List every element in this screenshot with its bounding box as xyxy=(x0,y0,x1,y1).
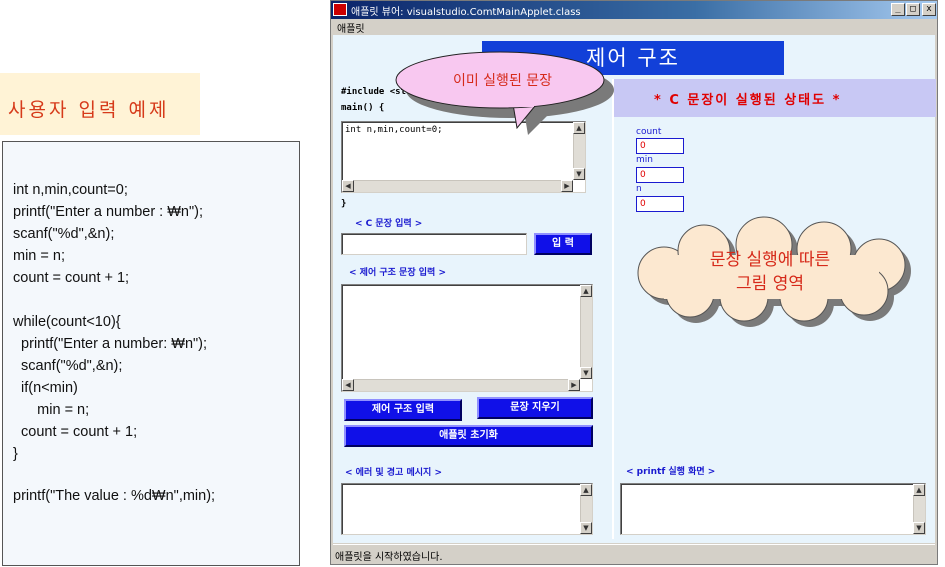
control-vscrollbar[interactable]: ▲ ▼ xyxy=(580,285,592,379)
scroll-down-icon[interactable]: ▼ xyxy=(573,168,585,180)
code-line: while(count<10){ xyxy=(13,314,121,330)
maximize-button[interactable]: □ xyxy=(906,3,920,16)
scroll-left-icon[interactable]: ◀ xyxy=(342,180,354,192)
input-button[interactable]: 입 력 xyxy=(534,233,592,255)
window-title: 애플릿 뷰어: visualstudio.ComtMainApplet.clas… xyxy=(351,7,581,18)
error-message-area[interactable]: ▲ ▼ xyxy=(341,483,593,535)
cloud-callout xyxy=(637,216,911,327)
c-input-label: < C 문장 입력 > xyxy=(355,219,423,229)
include-line: #include <stdio.h> xyxy=(341,87,439,97)
cloud-text: 문장 실행에 따른 그림 영역 xyxy=(680,248,860,296)
code-line: min = n; xyxy=(13,248,65,264)
close-brace: } xyxy=(341,199,347,209)
applet-window: 애플릿 뷰어: visualstudio.ComtMainApplet.clas… xyxy=(330,0,938,565)
error-message-label: < 에러 및 경고 메시지 > xyxy=(345,468,442,478)
code-line: printf("Enter a number: ₩n"); xyxy=(13,336,208,352)
close-button[interactable]: x xyxy=(922,3,936,16)
code-line: scanf("%d",&n); xyxy=(13,358,123,374)
left-input-pane: #include <stdio.h> main() { int n,min,co… xyxy=(339,79,609,539)
statement-state-banner: * C 문장이 실행된 상태도 * xyxy=(614,79,936,117)
executed-code-text: int n,min,count=0; xyxy=(345,125,443,135)
executed-code-area[interactable]: int n,min,count=0; ▲ ▼ ◀ ▶ xyxy=(341,121,586,193)
error-vscrollbar[interactable]: ▲ ▼ xyxy=(580,484,592,534)
code-line: scanf("%d",&n); xyxy=(13,226,115,242)
code-line: count = count + 1; xyxy=(13,424,138,440)
scroll-down-icon[interactable]: ▼ xyxy=(913,522,925,534)
clear-statement-button[interactable]: 문장 지우기 xyxy=(477,397,593,419)
executed-vscrollbar[interactable]: ▲ ▼ xyxy=(573,122,585,180)
scroll-right-icon[interactable]: ▶ xyxy=(568,379,580,391)
menu-bar: 애플릿 xyxy=(331,19,937,35)
slide-title-box: 사용자 입력 예제 xyxy=(0,73,200,135)
printf-output-label: < printf 실행 화면 > xyxy=(626,467,716,477)
main-line: main() { xyxy=(341,103,385,113)
code-line: if(n<min) xyxy=(13,380,78,396)
status-text: 애플릿을 시작하였습니다. xyxy=(335,552,443,563)
scroll-up-icon[interactable]: ▲ xyxy=(913,484,925,496)
slide-title: 사용자 입력 예제 xyxy=(8,99,170,121)
cloud-text-line1: 문장 실행에 따른 xyxy=(709,250,831,270)
c-statement-input[interactable] xyxy=(341,233,527,255)
status-bar: 애플릿을 시작하였습니다. xyxy=(333,544,935,563)
scroll-up-icon[interactable]: ▲ xyxy=(580,484,592,496)
statement-state-title: * C 문장이 실행된 상태도 * xyxy=(654,93,842,108)
code-line: int n,min,count=0; xyxy=(13,182,128,198)
control-input-label: < 제어 구조 문장 입력 > xyxy=(349,268,446,278)
scroll-right-icon[interactable]: ▶ xyxy=(561,180,573,192)
var-label-n: n xyxy=(636,184,642,194)
var-label-min: min xyxy=(636,155,653,165)
var-label-count: count xyxy=(636,127,662,137)
code-line: printf("The value : %d₩n",min); xyxy=(13,488,216,504)
menu-applet[interactable]: 애플릿 xyxy=(337,24,365,35)
title-bar[interactable]: 애플릿 뷰어: visualstudio.ComtMainApplet.clas… xyxy=(331,1,937,19)
printf-vscrollbar[interactable]: ▲ ▼ xyxy=(913,484,925,534)
code-line: min = n; xyxy=(13,402,90,418)
scroll-up-icon[interactable]: ▲ xyxy=(580,285,592,297)
executed-hscrollbar[interactable]: ◀ ▶ xyxy=(342,180,573,192)
reset-applet-button[interactable]: 애플릿 초기화 xyxy=(344,425,593,447)
scroll-left-icon[interactable]: ◀ xyxy=(342,379,354,391)
code-line: printf("Enter a number : ₩n"); xyxy=(13,204,203,220)
applet-client-area: 제어 구조 #include <stdio.h> main() { int n,… xyxy=(333,35,936,543)
minimize-button[interactable]: _ xyxy=(891,3,905,16)
scroll-down-icon[interactable]: ▼ xyxy=(580,367,592,379)
speech-bubble-callout xyxy=(395,51,614,135)
var-box-n: 0 xyxy=(636,196,684,212)
code-example-box: int n,min,count=0; printf("Enter a number… xyxy=(2,141,300,566)
bubble-text: 이미 실행된 문장 xyxy=(452,73,553,89)
scroll-up-icon[interactable]: ▲ xyxy=(573,122,585,134)
control-hscrollbar[interactable]: ◀ ▶ xyxy=(342,379,580,391)
code-line: count = count + 1; xyxy=(13,270,130,286)
var-box-count: 0 xyxy=(636,138,684,154)
java-app-icon xyxy=(333,3,347,16)
var-box-min: 0 xyxy=(636,167,684,183)
control-input-button[interactable]: 제어 구조 입력 xyxy=(344,399,462,421)
cloud-text-line2: 그림 영역 xyxy=(736,274,804,294)
scroll-down-icon[interactable]: ▼ xyxy=(580,522,592,534)
control-structure-input[interactable]: ▲ ▼ ◀ ▶ xyxy=(341,284,593,392)
printf-output-area[interactable]: ▲ ▼ xyxy=(620,483,926,535)
code-line: } xyxy=(13,446,18,462)
